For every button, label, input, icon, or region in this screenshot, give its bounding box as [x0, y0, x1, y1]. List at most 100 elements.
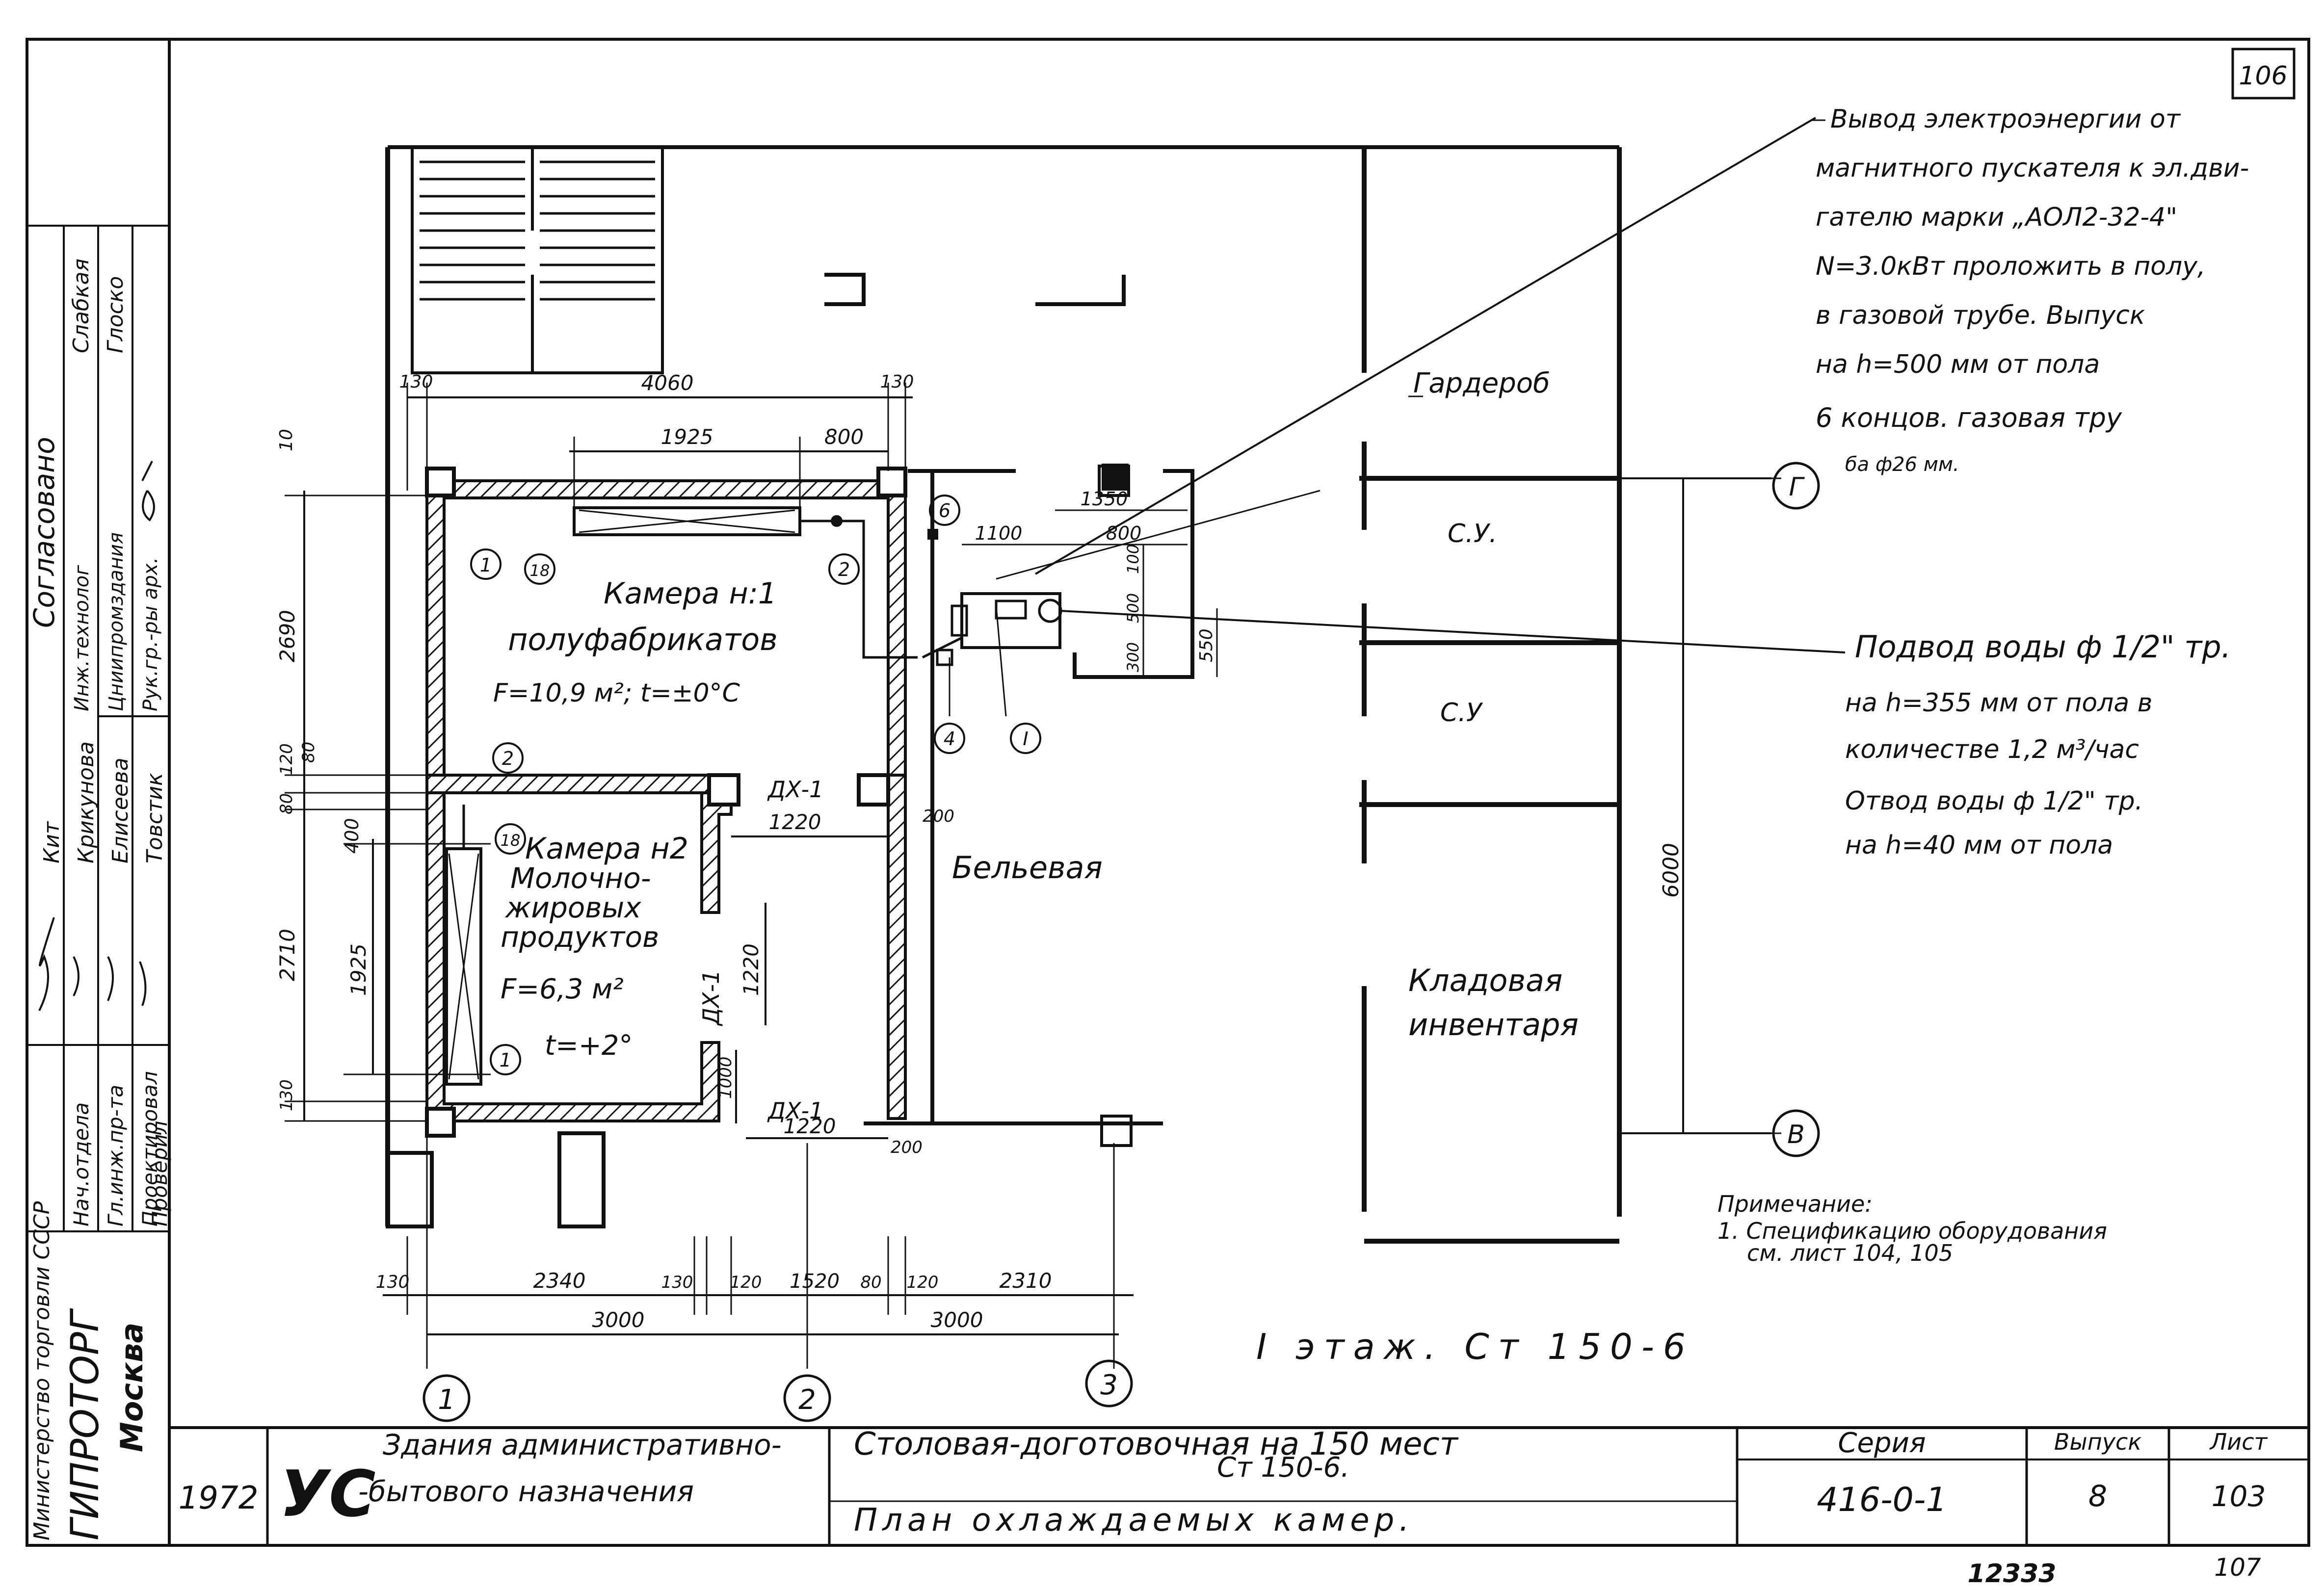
agreed-name-2: Глоско: [103, 276, 128, 353]
dim-left-80b: 80: [277, 793, 296, 814]
page-number-box: [2231, 48, 2296, 100]
sign-role-2: Гл.инж.пр-та: [104, 1085, 128, 1226]
sign-name-3: Елисеева: [108, 757, 133, 863]
equipment-markers: 1 18 2 6 4 I 2 18 1: [470, 495, 1041, 1075]
dim-left-400: 400: [341, 818, 363, 854]
outer-frame: [26, 38, 2310, 1547]
chamber2-line4: продуктов: [501, 920, 659, 954]
note-electric-6: на h=500 мм от пола: [1816, 350, 2100, 379]
remark-line-1: 1. Спецификацию оборудования: [1717, 1218, 2107, 1244]
chamber2-line6: t=+2°: [545, 1030, 633, 1062]
door-2-label: ДХ-1: [698, 970, 724, 1026]
dim-1350: 1350: [1081, 488, 1128, 510]
dim-bottom-120b: 120: [907, 1273, 939, 1292]
note-electric-3: гателю марки „АОЛ2-32-4": [1816, 203, 2177, 232]
category-line-1: Здания административно-: [383, 1428, 782, 1461]
marker-2b: 2: [502, 748, 514, 769]
dim-1220a: 1220: [769, 810, 821, 834]
series-label: Серия: [1838, 1427, 1926, 1459]
chamber1-line1: Камера н:1: [604, 576, 777, 611]
dim-left-120: 120: [277, 743, 296, 775]
marker-2a: 2: [838, 559, 850, 580]
dim-200b: 200: [891, 1138, 923, 1157]
agreed-role-3: Рук.гр.-ры арх.: [139, 557, 162, 711]
marker-18b: 18: [501, 831, 521, 850]
issue-label: Выпуск: [2054, 1429, 2141, 1455]
stamp-number: 12333: [1968, 1559, 2057, 1588]
room-linen: Бельевая: [952, 850, 1103, 886]
note-electric-7: 6 концов. газовая тру: [1816, 402, 2122, 433]
page-number-bottom: 107: [2214, 1553, 2261, 1582]
door-3-label: ДХ-1: [767, 1097, 823, 1124]
drawing-title: План охлаждаемых камер.: [854, 1502, 1414, 1538]
note-electric-1: Вывод электроэнергии от: [1830, 104, 2181, 134]
dim-left-2710: 2710: [275, 929, 299, 981]
sign-role-3: Проектировал: [138, 1071, 162, 1226]
axis-g-label: Г: [1789, 472, 1805, 502]
chamber1-line2: полуфабрикатов: [508, 622, 778, 657]
dim-left-1925: 1925: [346, 943, 370, 996]
city-name: Москва: [114, 1323, 150, 1452]
note-electric-4: N=3.0кВт проложить в полу,: [1816, 252, 2206, 281]
title-block: 1972 УС Здания административно- -бытовог…: [169, 1426, 2309, 1545]
axis-2-label: 2: [798, 1384, 816, 1416]
dim-550: 550: [1196, 628, 1216, 662]
dimension-texts: 130 4060 130 1925 800 10 2690 120 80 80 …: [275, 371, 1684, 1332]
chamber2-line5: F=6,3 м²: [501, 973, 624, 1005]
axis-bubble-g: [1772, 462, 1820, 510]
leader-lines: [949, 117, 1846, 717]
dim-500: 500: [1124, 593, 1142, 623]
room-wardrobe: Гардероб: [1413, 367, 1550, 399]
remark-note: Примечание: 1. Спецификацию оборудования…: [1717, 1191, 2107, 1266]
dim-1100: 1100: [975, 522, 1023, 544]
page-number: 106: [2239, 61, 2287, 91]
dim-top-130b: 130: [880, 372, 914, 392]
dim-1000: 1000: [716, 1056, 736, 1099]
dim-left-130: 130: [277, 1079, 296, 1111]
note-water-2: на h=355 мм от пола в: [1845, 688, 2152, 718]
marker-18a: 18: [530, 561, 550, 580]
dim-bottom-3000b: 3000: [931, 1308, 983, 1332]
dim-bottom-120: 120: [730, 1273, 762, 1292]
chamber2-line1: Камера н2: [525, 832, 688, 866]
chamber1-line3: F=10,9 м²; t=±0°С: [493, 678, 740, 708]
cold-chambers: [425, 467, 907, 1138]
signature-mark-1: [141, 461, 155, 521]
marker-6: 6: [939, 500, 951, 521]
axis-bubble-2: [783, 1374, 831, 1422]
agreed-role-1: Инж.технолог: [71, 565, 93, 711]
axis-v-label: В: [1787, 1120, 1805, 1149]
room-wc1: С.У.: [1448, 519, 1497, 548]
note-water-3: количестве 1,2 м³/час: [1845, 735, 2139, 764]
note-water-1: Подвод воды ф 1/2" тр.: [1855, 629, 2231, 665]
axis-markers: 1 2 3 Г В: [423, 462, 1820, 1422]
dim-top-1925: 1925: [661, 425, 713, 449]
issue-value: 8: [2088, 1479, 2107, 1513]
equipment: [445, 464, 1129, 1086]
sign-role-4: Проверил: [148, 1121, 172, 1226]
sheet-value: 103: [2212, 1480, 2266, 1513]
note-water-5: на h=40 мм от пола: [1845, 831, 2113, 860]
dim-bottom-130: 130: [376, 1272, 410, 1292]
sign-name-1: Кит: [39, 821, 64, 863]
dim-6000: 6000: [1659, 843, 1684, 898]
remark-title: Примечание:: [1717, 1191, 1873, 1217]
sign-role-1: Нач.отдела: [69, 1102, 93, 1226]
axis-bubble-v: [1772, 1109, 1820, 1157]
sign-name-4: Товстик: [142, 773, 167, 863]
signature-marks: [38, 917, 147, 1011]
institute-name: ГИПРОТОРГ: [63, 1308, 107, 1540]
dim-top-800: 800: [824, 425, 864, 449]
marker-I: I: [1023, 728, 1028, 750]
dim-bottom-80: 80: [860, 1273, 881, 1292]
note-electric-8: ба ф26 мм.: [1845, 453, 1959, 476]
axis-bubble-1: [423, 1374, 471, 1422]
room-wc2: С.У: [1440, 698, 1483, 728]
compressor-unit: [960, 592, 1061, 649]
dim-left-10: 10: [276, 429, 296, 451]
water-note: Подвод воды ф 1/2" тр. на h=355 мм от по…: [1845, 629, 2231, 860]
valve-icon: [831, 515, 843, 527]
dim-1220b: 1220: [784, 1114, 836, 1138]
dim-bottom-130b: 130: [661, 1273, 693, 1292]
